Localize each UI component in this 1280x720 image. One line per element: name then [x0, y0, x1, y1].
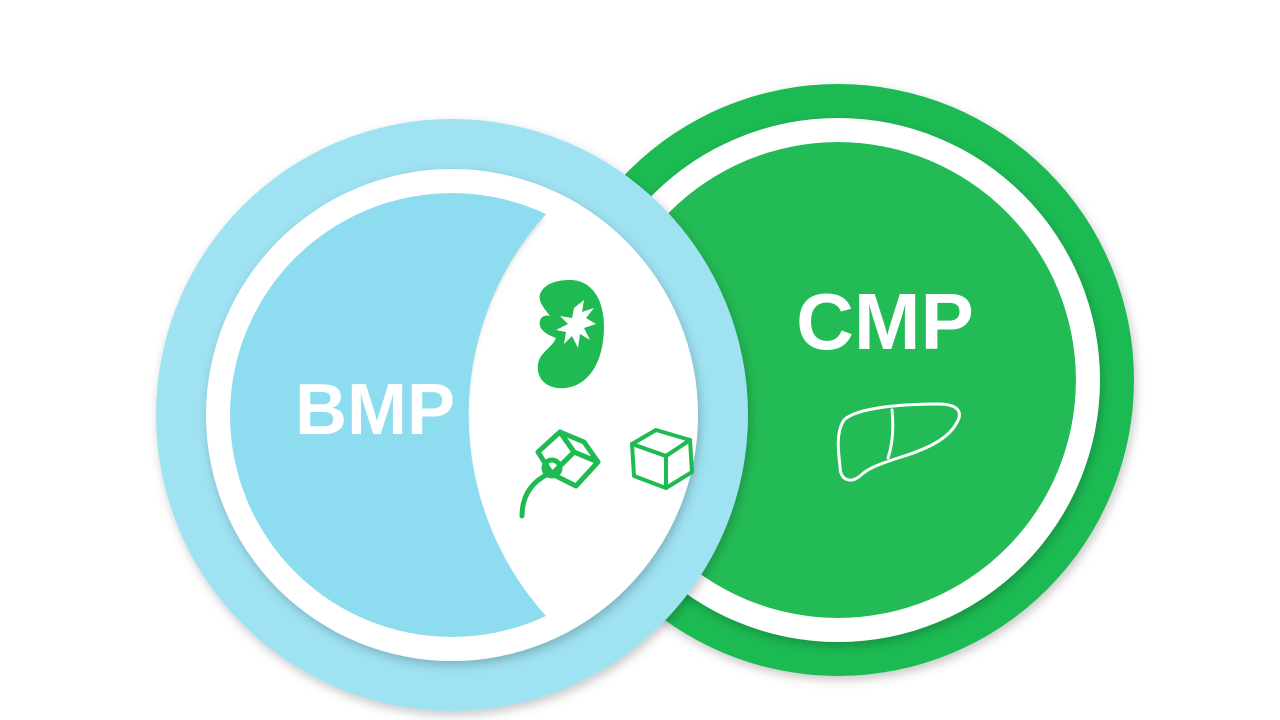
- bmp-inner-crescent: [230, 193, 546, 637]
- kidney-icon: [537, 280, 604, 389]
- cmp-label: CMP: [796, 277, 974, 366]
- liver-icon: [836, 402, 961, 482]
- bmp-label: BMP: [295, 370, 455, 450]
- cube-icon: [630, 428, 694, 490]
- cube-with-cable-icon: [519, 429, 601, 519]
- bmp-circle: [156, 119, 748, 711]
